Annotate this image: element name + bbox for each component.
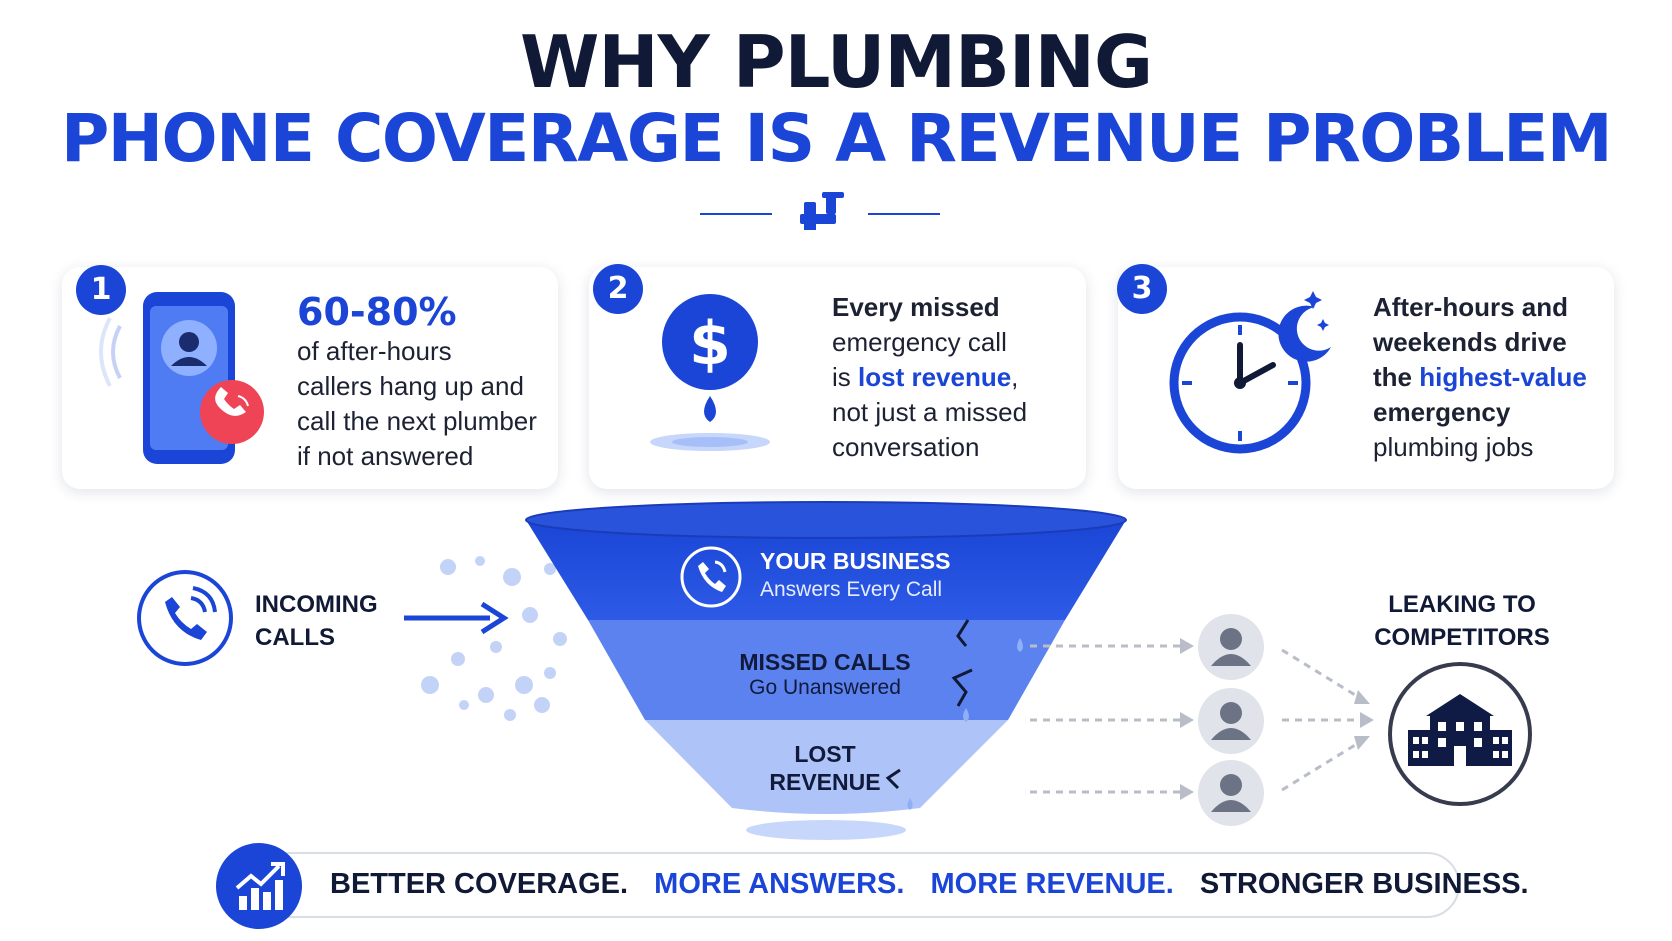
arrow-right-icon: [404, 601, 509, 635]
tagline-banner: [240, 852, 1460, 918]
stat-card-2: [589, 267, 1086, 489]
incoming-calls-label-2: CALLS: [255, 624, 335, 651]
lost-revenue-highlight: lost revenue: [858, 362, 1012, 392]
card-number-2: 2: [593, 264, 643, 314]
card-2-line-4: not just a missed: [832, 397, 1028, 427]
card-number-3: 3: [1117, 264, 1167, 314]
card-3-line-5: plumbing jobs: [1373, 432, 1534, 462]
card-3-line-4: emergency: [1373, 397, 1511, 427]
title-line-2: PHONE COVERAGE IS A REVENUE PROBLEM: [60, 100, 1613, 177]
chart-growth-icon: [216, 843, 302, 929]
card-2-line-1: Every missed: [832, 292, 1000, 322]
building-icon: [1388, 662, 1532, 806]
tagline-part-1: BETTER COVERAGE.: [330, 868, 629, 900]
funnel-tier-1-subtitle: Answers Every Call: [760, 578, 943, 601]
card-3-line-1: After-hours and: [1373, 292, 1568, 322]
phone-ringing-icon: [137, 570, 233, 666]
phone-in-circle-icon: [680, 546, 742, 608]
tagline-part-4: STRONGER BUSINESS.: [1199, 868, 1529, 900]
svg-text:$: $: [689, 309, 731, 379]
card-2-line-3: is lost revenue,: [832, 362, 1019, 392]
funnel-tier-1-title: YOUR BUSINESS: [760, 548, 951, 574]
incoming-calls-label-1: INCOMING: [255, 591, 378, 618]
tagline-text: BETTER COVERAGE. MORE ANSWERS. MORE REVE…: [330, 868, 1547, 901]
competitor-person-icon: [1198, 688, 1264, 754]
leak-label-1: LEAKING TO: [1388, 591, 1536, 618]
revenue-funnel: [525, 501, 1127, 840]
title-line-1: WHY PLUMBING: [519, 20, 1153, 104]
card-3-line-2: weekends drive: [1373, 327, 1567, 357]
card-number-1: 1: [76, 265, 126, 315]
card-1-line: of after-hours: [297, 336, 452, 366]
highest-value-highlight: highest-value: [1419, 362, 1587, 392]
tagline-part-3: MORE REVENUE.: [930, 868, 1174, 900]
water-splash-decoration: [421, 556, 567, 721]
funnel-tier-3-title: LOST REVENUE: [769, 741, 881, 795]
leak-label-2: COMPETITORS: [1374, 624, 1550, 651]
competitor-person-icon: [1198, 760, 1264, 826]
card-2-line-2: emergency call: [832, 327, 1007, 357]
card-1-line: callers hang up and: [297, 371, 524, 401]
clock-moon-icon: [1169, 291, 1331, 454]
funnel-tier-2-subtitle: Go Unanswered: [749, 676, 901, 699]
tagline-part-2: MORE ANSWERS.: [654, 868, 905, 900]
phone-hangup-icon: [99, 292, 264, 464]
card-2-line-5: conversation: [832, 432, 980, 462]
dollar-drop-icon: $: [650, 294, 770, 451]
competitor-person-icon: [1198, 614, 1264, 680]
leak-paths: [1030, 638, 1374, 800]
card-1-line: if not answered: [297, 441, 474, 471]
funnel-tier-2-title: MISSED CALLS: [739, 649, 911, 675]
pipe-faucet-icon: [700, 192, 940, 230]
card-1-stat: 60-80%: [297, 290, 457, 334]
card-3-line-3: the highest-value: [1373, 362, 1587, 392]
card-1-line: call the next plumber: [297, 406, 537, 436]
